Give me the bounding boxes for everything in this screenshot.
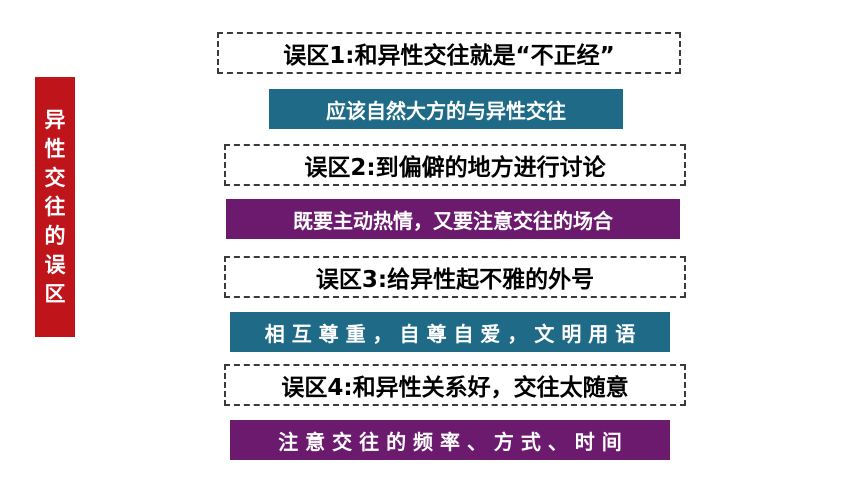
advice-box-3: 相 互 尊 重 ， 自 尊 自 爱 ， 文 明 用 语: [230, 312, 670, 352]
myth-text-4: 误区4:和异性关系好，交往太随意: [281, 375, 629, 401]
advice-text-1: 应该自然大方的与异性交往: [326, 98, 566, 123]
advice-text-3: 相 互 尊 重 ， 自 尊 自 爱 ， 文 明 用 语: [264, 321, 636, 346]
myth-box-3: 误区3:给异性起不雅的外号: [224, 256, 686, 298]
advice-text-4: 注 意 交 往 的 频 率 、 方 式 、 时 间: [278, 429, 622, 454]
myth-box-2: 误区2:到偏僻的地方进行讨论: [224, 144, 686, 186]
myth-box-1: 误区1:和异性交往就是“不正经”: [217, 32, 681, 74]
advice-box-4: 注 意 交 往 的 频 率 、 方 式 、 时 间: [230, 420, 670, 460]
advice-box-1: 应该自然大方的与异性交往: [269, 89, 623, 129]
myth-text-1: 误区1:和异性交往就是“不正经”: [283, 43, 615, 69]
advice-text-2: 既要主动热情，又要注意交往的场合: [293, 208, 613, 233]
myth-box-4: 误区4:和异性关系好，交往太随意: [224, 364, 686, 406]
myth-text-2: 误区2:到偏僻的地方进行讨论: [304, 155, 606, 181]
advice-box-2: 既要主动热情，又要注意交往的场合: [226, 199, 680, 239]
myth-text-3: 误区3:给异性起不雅的外号: [315, 267, 595, 293]
side-title-box: 异性交往的误区: [35, 77, 75, 337]
side-title-text: 异性交往的误区: [44, 107, 66, 306]
